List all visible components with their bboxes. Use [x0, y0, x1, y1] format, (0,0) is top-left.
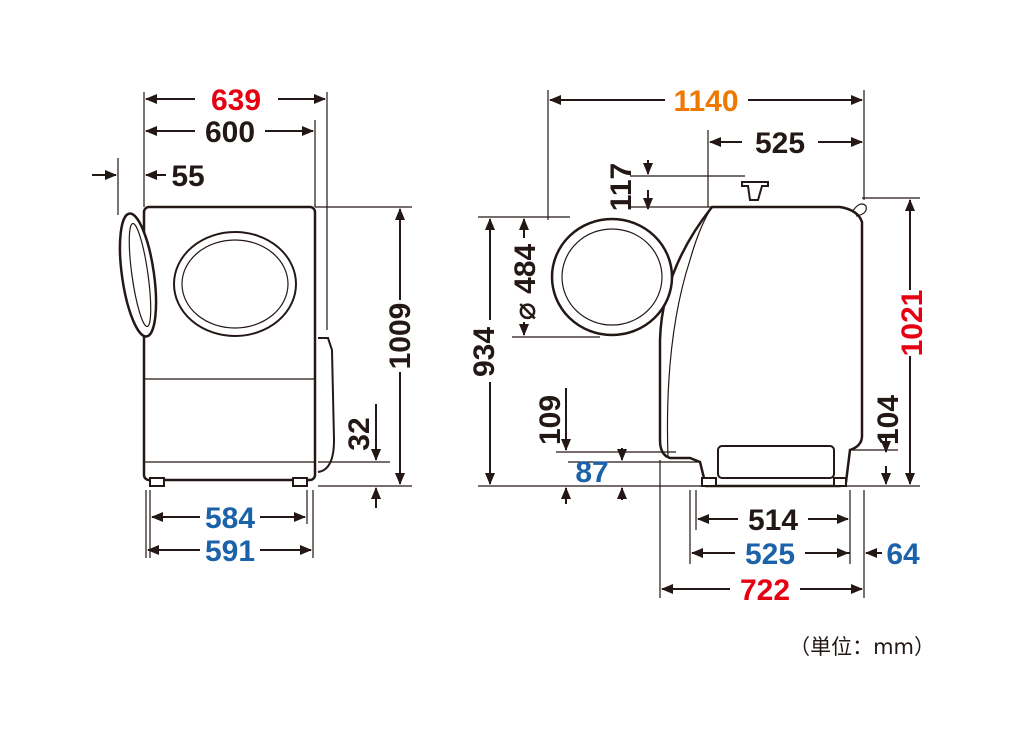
label-525-bottom: 525: [745, 538, 795, 571]
label-600: 600: [205, 116, 255, 149]
front-view: 639 600 55 1009 32 584 591: [92, 84, 417, 568]
front-door-glass: [181, 239, 289, 329]
label-591: 591: [205, 535, 255, 568]
side-view: 1140 525 117 ⌀ 484 934 109 87 1021 104 5…: [468, 85, 929, 607]
side-cabinet: [658, 205, 864, 488]
label-32: 32: [343, 417, 376, 450]
side-hose-fitting: [741, 181, 769, 201]
side-rear-hook: [851, 203, 867, 217]
front-open-door-inner: [128, 222, 152, 328]
label-55: 55: [171, 160, 204, 193]
front-drain-hose: [317, 337, 336, 473]
unit-note: （単位：mm）: [789, 635, 935, 659]
label-1009: 1009: [384, 303, 417, 370]
side-foot-front: [701, 477, 717, 487]
label-64: 64: [886, 538, 920, 571]
side-foot-rear: [833, 477, 847, 487]
label-104: 104: [872, 395, 905, 445]
label-117: 117: [605, 163, 638, 211]
label-722: 722: [740, 574, 790, 607]
side-door-glass: [561, 228, 663, 326]
label-525-top: 525: [755, 127, 805, 160]
label-514: 514: [748, 504, 798, 537]
front-door-ring: [173, 231, 297, 337]
side-front-curve: [666, 206, 713, 459]
label-639: 639: [211, 84, 261, 117]
label-109: 109: [534, 395, 567, 445]
side-door-ring: [550, 217, 674, 337]
label-484: ⌀ 484: [509, 243, 542, 320]
label-1021: 1021: [896, 290, 929, 357]
label-1140: 1140: [673, 85, 738, 118]
label-87: 87: [575, 456, 608, 489]
front-foot-left: [149, 477, 165, 487]
label-584: 584: [205, 502, 255, 535]
front-foot-right: [292, 477, 308, 487]
label-934: 934: [468, 327, 501, 377]
side-base-block: [717, 445, 835, 479]
